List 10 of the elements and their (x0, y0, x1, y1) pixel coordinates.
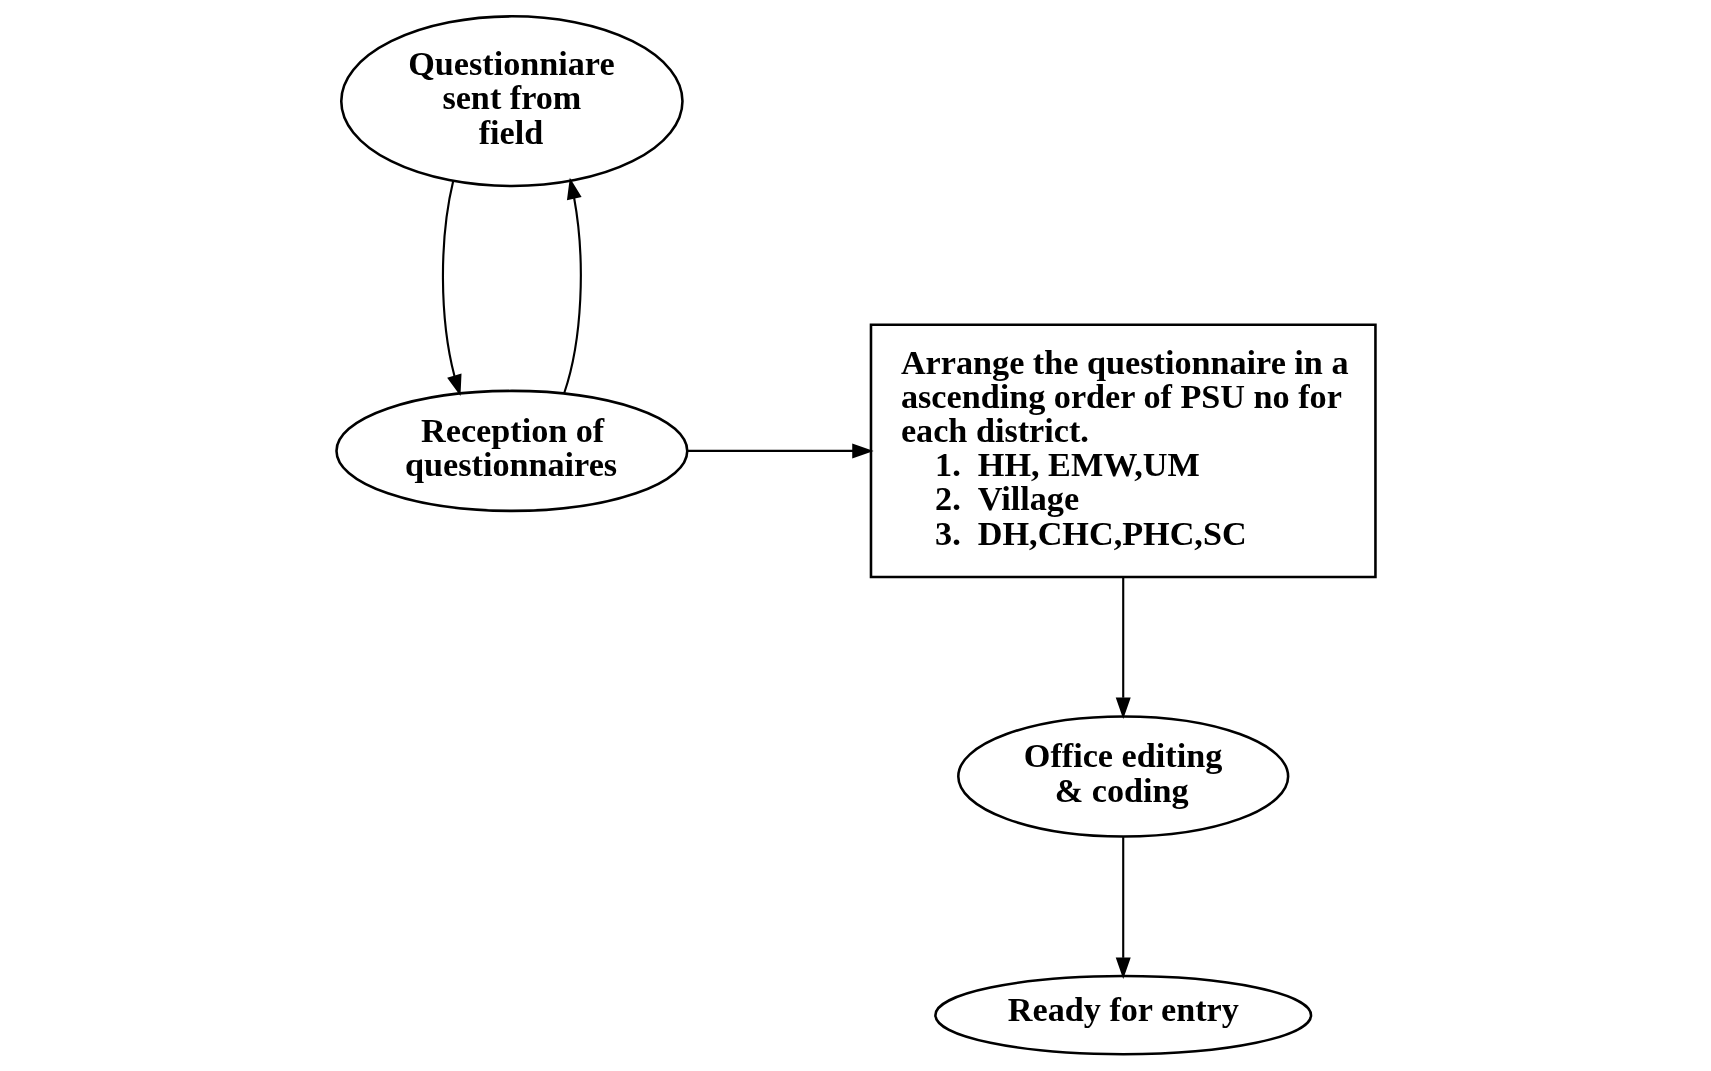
arrow (1115, 577, 1131, 720)
arrow (1115, 837, 1131, 979)
arrow (686, 443, 874, 459)
node-ellipse: Questionniare sent from field (339, 15, 684, 188)
arrow (441, 180, 461, 397)
node-ellipse: Reception of questionnaires (334, 389, 689, 513)
arrow (562, 177, 582, 394)
node-ellipse: Ready for entry (933, 974, 1312, 1056)
node-box: Arrange the questionnaire in a ascending order of PSU no for each district. 1. HH, EMW,UM 2. Village 3. DH,CHC,PHC,SC (869, 323, 1377, 579)
node-ellipse: Office editing & coding (956, 715, 1289, 838)
